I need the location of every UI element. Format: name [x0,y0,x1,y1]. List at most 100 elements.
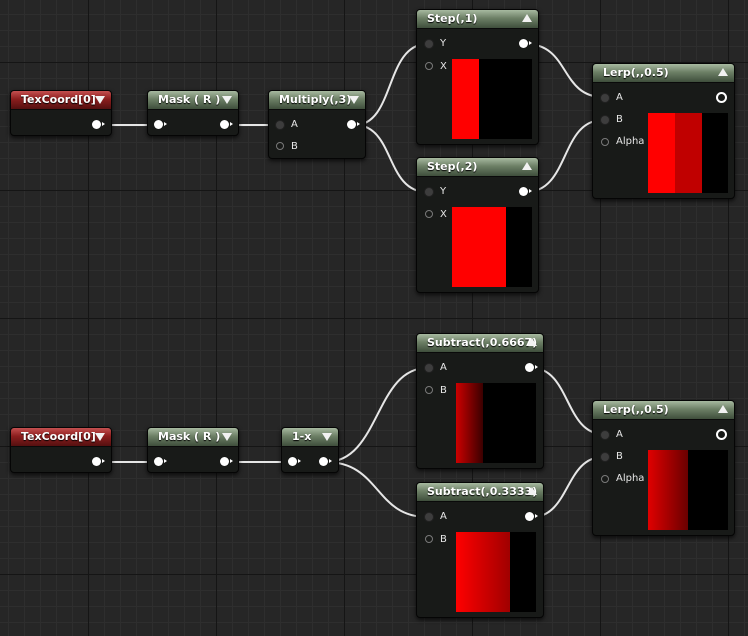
input-pin-a[interactable] [424,512,434,522]
input-pin-y[interactable] [424,39,434,49]
node-title: 1-x [292,430,312,443]
node-header[interactable]: 1-x [282,428,338,447]
output-pin[interactable] [92,457,105,466]
node-title: Lerp(,,0.5) [603,66,669,79]
step-node-2[interactable]: Step(,2) Y X [416,157,539,293]
input-pin-y[interactable] [424,187,434,197]
output-pin[interactable] [519,39,532,48]
input-pin-x[interactable] [425,62,433,70]
input-pin-b[interactable] [276,142,284,150]
input-pin-x[interactable] [425,210,433,218]
pin-label: A [291,119,298,130]
subtract-node-1[interactable]: Subtract(,0.6667) A B [416,333,544,469]
input-pin-a[interactable] [424,363,434,373]
wire [325,367,428,463]
input-pin-alpha[interactable] [601,138,609,146]
chevron-down-icon[interactable] [95,433,105,441]
preview-swatch [452,59,532,139]
node-title: Lerp(,,0.5) [603,403,669,416]
pin-label: B [616,114,623,125]
input-pin[interactable] [154,457,167,466]
node-header[interactable]: Step(,2) [417,158,538,177]
mask-node[interactable]: Mask ( R ) [147,427,239,473]
preview-swatch [456,532,536,612]
pin-label: X [440,61,447,72]
preview-swatch [648,113,728,193]
node-title: Mask ( R ) [158,93,221,106]
input-pin[interactable] [288,457,301,466]
output-pin[interactable] [519,187,532,196]
input-pin-a[interactable] [275,120,285,130]
node-title: Subtract(,0.3333) [427,485,538,498]
output-pin[interactable] [525,512,538,521]
node-header[interactable]: Lerp(,,0.5) [593,401,734,420]
pin-label: B [616,451,623,462]
node-header[interactable]: Step(,1) [417,10,538,29]
chevron-down-icon[interactable] [95,96,105,104]
output-pin[interactable] [716,429,727,440]
input-pin-b[interactable] [600,452,610,462]
chevron-down-icon[interactable] [349,96,359,104]
pin-label: B [291,141,298,152]
chevron-down-icon[interactable] [322,433,332,441]
preview-swatch [648,450,728,530]
pin-label: A [440,362,447,373]
node-title: Multiply(,3) [279,93,352,106]
node-header[interactable]: Multiply(,3) [269,91,365,110]
node-header[interactable]: Mask ( R ) [148,91,238,110]
preview-swatch [456,383,536,463]
chevron-down-icon[interactable] [222,433,232,441]
texcoord-node[interactable]: TexCoord[0] [10,90,112,136]
input-pin-a[interactable] [600,430,610,440]
texcoord-node[interactable]: TexCoord[0] [10,427,112,473]
mask-node[interactable]: Mask ( R ) [147,90,239,136]
one-minus-node[interactable]: 1-x [281,427,339,473]
pin-label: A [616,429,623,440]
pin-label: Alpha [616,136,645,147]
node-header[interactable]: Subtract(,0.3333) [417,483,543,502]
node-title: TexCoord[0] [21,93,96,106]
output-pin[interactable] [319,457,332,466]
step-node-1[interactable]: Step(,1) Y X [416,9,539,145]
pin-label: B [440,534,447,545]
input-pin-a[interactable] [600,93,610,103]
input-pin-b[interactable] [425,535,433,543]
subtract-node-2[interactable]: Subtract(,0.3333) A B [416,482,544,618]
node-title: Step(,1) [427,12,478,25]
output-pin[interactable] [347,120,360,129]
node-header[interactable]: TexCoord[0] [11,91,111,110]
collapse-arrow-icon[interactable] [522,162,532,170]
collapse-arrow-icon[interactable] [527,338,537,346]
input-pin-b[interactable] [600,115,610,125]
node-title: TexCoord[0] [21,430,96,443]
input-pin-alpha[interactable] [601,475,609,483]
output-pin[interactable] [716,92,727,103]
collapse-arrow-icon[interactable] [527,487,537,495]
pin-label: A [440,511,447,522]
collapse-arrow-icon[interactable] [718,68,728,76]
lerp-node[interactable]: Lerp(,,0.5) A B Alpha [592,400,735,536]
output-pin[interactable] [220,457,233,466]
pin-label: Alpha [616,473,645,484]
multiply-node[interactable]: Multiply(,3) A B [268,90,366,159]
node-header[interactable]: Subtract(,0.6667) [417,334,543,353]
output-pin[interactable] [92,120,105,129]
wire [325,461,428,518]
pin-label: Y [440,38,447,49]
output-pin[interactable] [220,120,233,129]
node-header[interactable]: Lerp(,,0.5) [593,64,734,83]
node-header[interactable]: Mask ( R ) [148,428,238,447]
collapse-arrow-icon[interactable] [718,405,728,413]
preview-swatch [452,207,532,287]
node-header[interactable]: TexCoord[0] [11,428,111,447]
pin-label: X [440,209,447,220]
node-title: Subtract(,0.6667) [427,336,538,349]
output-pin[interactable] [525,363,538,372]
node-title: Step(,2) [427,160,478,173]
input-pin[interactable] [154,120,167,129]
input-pin-b[interactable] [425,386,433,394]
collapse-arrow-icon[interactable] [522,14,532,22]
lerp-node[interactable]: Lerp(,,0.5) A B Alpha [592,63,735,199]
chevron-down-icon[interactable] [222,96,232,104]
pin-label: A [616,92,623,103]
